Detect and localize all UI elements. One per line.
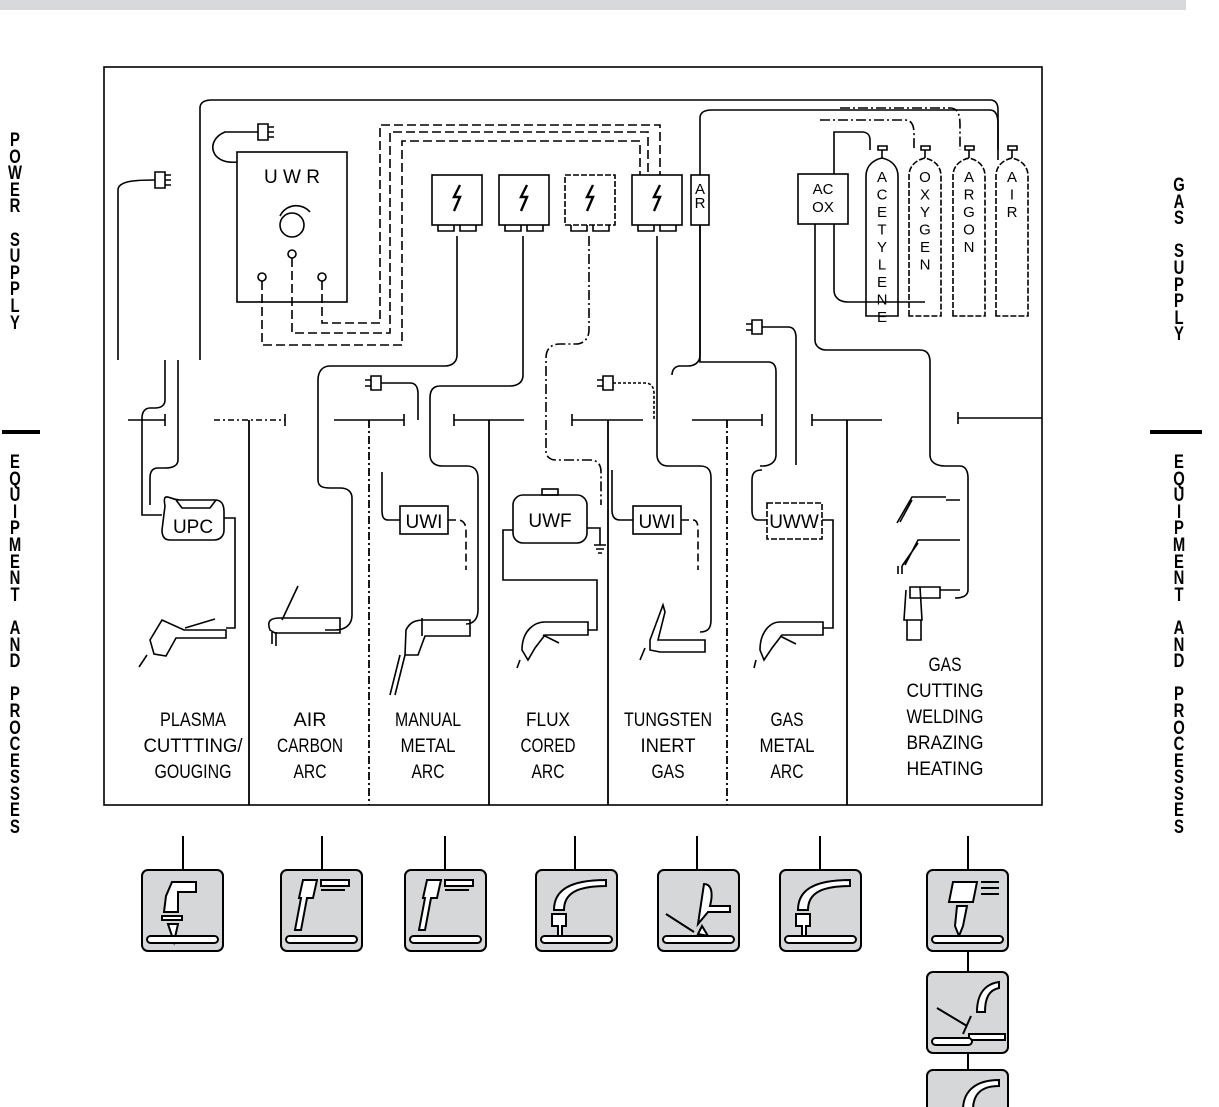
gas-welding-icon [926,971,1009,1054]
air-line [699,109,999,175]
flux-unit-label: UWF [528,511,571,532]
plasma-unit-label: UPC [173,517,213,538]
gas-brazing-icon [926,1069,1009,1107]
cylinder-oxygen [908,145,942,317]
top-bar [0,0,1186,10]
mma-unit-label: UWI [406,512,443,533]
plug-icon [154,171,171,189]
column-t-bars [128,412,1042,426]
plasma-unit: UPC [141,360,236,629]
diagram-frame [103,66,1043,806]
gas-torch-icon [926,869,1009,952]
main-power-cable [117,179,156,360]
top-return-cable [199,99,999,360]
flux-cored-gun [516,621,589,669]
carbon-arc-torch-icon [280,869,363,952]
gma-unit-label: UWW [769,512,819,533]
cylinder-acetylene [865,145,899,317]
column-dividers [248,420,848,805]
icon-connectors [182,836,969,1070]
plug-icon [597,375,655,420]
plug-icon [365,375,419,420]
control-knob-icon [279,212,305,238]
flux-unit: UWF [502,488,606,631]
tig-unit: UWI [611,470,699,570]
welding-modules [431,174,683,232]
module-output-cables [317,225,777,633]
tig-unit-label: UWI [639,512,676,533]
mig-gun [753,621,824,669]
electrode-holder-icon [404,869,487,952]
mig-gun-icon [779,869,862,952]
plug-icon [746,319,797,465]
cylinder-air [995,145,1029,317]
side-separator-right [1150,430,1202,434]
gma-unit: UWW [751,469,834,629]
mma-unit: UWI [381,472,467,570]
carbon-arc-torch [267,585,341,646]
ground-icon [594,544,606,554]
plug-icon [257,123,274,141]
plasma-torch-icon [141,869,224,952]
gas-torches [896,496,960,641]
tig-torch [639,602,706,661]
flux-cored-gun-icon [535,869,618,952]
tig-torch-icon [657,869,740,952]
cylinder-argon [952,145,986,317]
electrode-holder [389,618,471,696]
power-source-label: U W R [264,167,320,188]
gas-lines [820,107,961,150]
power-source-uwr: U W R [212,123,348,303]
plasma-torch [138,618,227,668]
side-separator-left [2,430,40,434]
power-cables [261,124,661,346]
